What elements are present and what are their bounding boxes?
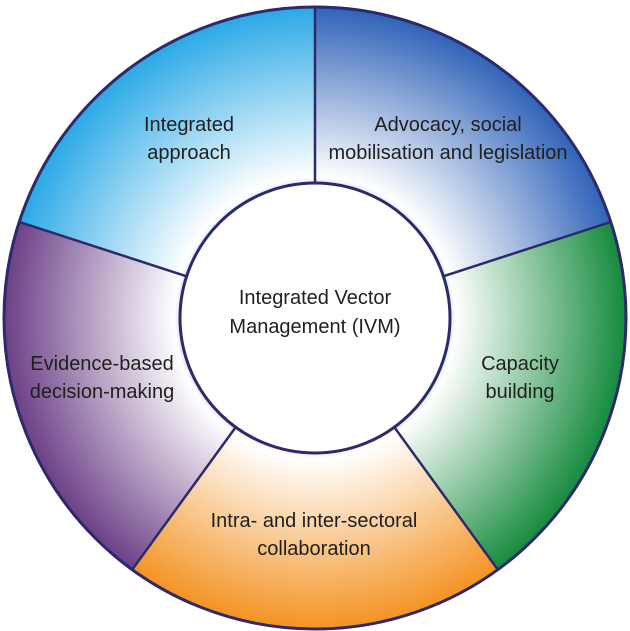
label-capacity-building-line2: building	[486, 381, 555, 403]
center-label-line2: Management (IVM)	[229, 316, 400, 338]
outer-ring	[2, 5, 628, 631]
center-label-line1: Integrated Vector	[239, 287, 392, 309]
label-evidence-based-line1: Evidence-based	[30, 353, 173, 375]
segment-collaboration	[132, 318, 498, 630]
label-collaboration-line2: collaboration	[257, 538, 370, 560]
label-evidence-based-line2: decision-making	[30, 381, 175, 403]
label-collaboration-line1: Intra- and inter-sectoral	[211, 510, 418, 532]
label-integrated-approach-line2: approach	[147, 142, 230, 164]
label-advocacy-line2: mobilisation and legislation	[328, 142, 567, 164]
label-integrated-approach-line1: Integrated	[144, 114, 234, 136]
center-circle	[178, 181, 452, 455]
label-advocacy-line1: Advocacy, social	[374, 114, 521, 136]
label-capacity-building-line1: Capacity	[481, 353, 559, 375]
